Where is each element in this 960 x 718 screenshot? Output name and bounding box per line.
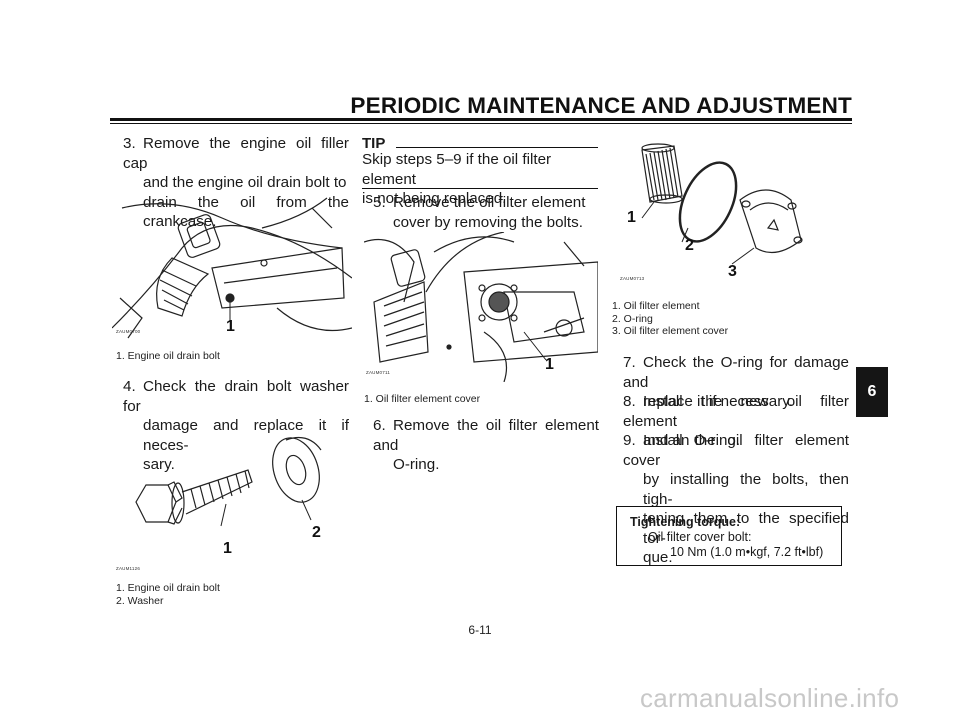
header-rule-thin xyxy=(110,123,852,124)
step-line: damage and replace it if neces- xyxy=(143,417,349,454)
step-line: Remove the oil filter element and xyxy=(373,417,599,454)
figure-caption: 1. Oil filter element 2. O-ring 3. Oil f… xyxy=(612,300,842,338)
step-number: 7. xyxy=(623,354,636,371)
figure-callout: 3 xyxy=(728,263,737,280)
step-number: 4. xyxy=(123,378,136,395)
figure-caption: 1. Oil filter element cover xyxy=(364,393,594,406)
step-number: 5. xyxy=(373,194,386,211)
step-3: 3.Remove the engine oil filler cap and t… xyxy=(123,134,349,232)
page-header-title: PERIODIC MAINTENANCE AND ADJUSTMENT xyxy=(350,93,852,118)
tip-heading: TIP xyxy=(362,135,386,152)
step-line: Remove the oil filter element xyxy=(393,194,586,211)
caption-line: 1. Oil filter element cover xyxy=(364,393,481,405)
step-line: Install the new oil filter element xyxy=(623,393,849,430)
tip-line-text: Skip steps 5–9 if the oil filter element xyxy=(362,151,552,188)
step-number: 8. xyxy=(623,393,636,410)
step-6: 6.Remove the oil filter element and O-ri… xyxy=(373,416,599,475)
step-line: cover by removing the bolts. xyxy=(393,213,583,231)
step-number: 6. xyxy=(373,417,386,434)
step-number: 9. xyxy=(623,432,636,449)
engine-drain-bolt-illustration xyxy=(112,197,352,339)
figure-callout: 1 xyxy=(223,540,232,557)
step-line: and an O-ring. xyxy=(643,432,741,449)
step-9: 9.Install the oil filter element cover b… xyxy=(623,431,849,568)
step-line: O-ring. xyxy=(393,456,440,473)
figure-callout: 1 xyxy=(545,356,554,373)
step-4: 4.Check the drain bolt washer for damage… xyxy=(123,377,349,475)
step-line: Remove the engine oil filler cap xyxy=(123,135,349,172)
tip-line-text: is not being replaced. xyxy=(362,190,507,207)
step-line: Check the drain bolt washer for xyxy=(123,378,349,415)
oil-filter-parts-illustration xyxy=(641,143,803,265)
step-line: sary. xyxy=(143,456,175,473)
caption-line: 2. Washer xyxy=(116,594,164,607)
figure-callout: 1 xyxy=(226,318,235,335)
figure-caption: 1. Engine oil drain bolt 2. Washer xyxy=(116,582,346,607)
tip-text: Skip steps 5–9 if the oil filter element… xyxy=(362,150,602,209)
step-7: 7.Check the O-ring for damage and replac… xyxy=(623,353,849,412)
step-line: Install the oil filter element cover xyxy=(623,432,849,469)
caption-line: 1. Engine oil drain bolt xyxy=(116,582,220,594)
step-5: 5. Remove the oil filter element cover by… xyxy=(373,193,599,232)
header-rule-thick xyxy=(110,118,852,121)
figure-callout: 2 xyxy=(685,237,694,254)
page-number: 6-11 xyxy=(468,623,492,637)
tip-rule-bottom xyxy=(362,188,598,189)
figure-code: ZAUM0711 xyxy=(366,370,391,375)
caption-line: 1. Oil filter element xyxy=(612,300,700,312)
figure-callout: 1 xyxy=(627,209,636,226)
step-8: 8.Install the new oil filter element and… xyxy=(623,392,849,451)
step-line: replace it if necessary. xyxy=(643,393,793,410)
section-tab: 6 xyxy=(856,367,888,417)
step-line: tening them to the specified tor- xyxy=(643,510,849,547)
tip-rule-top xyxy=(396,147,598,148)
caption-line: 1. Engine oil drain bolt xyxy=(116,350,220,362)
oil-filter-cover-illustration xyxy=(364,232,598,382)
torque-item: Oil filter cover bolt: xyxy=(648,530,752,544)
figure-code: ZAUM0713 xyxy=(620,276,645,281)
caption-line: 3. Oil filter element cover xyxy=(612,325,729,337)
figure-caption: 1. Engine oil drain bolt xyxy=(116,350,346,363)
watermark: carmanualsonline.info xyxy=(640,683,900,713)
step-number: 3. xyxy=(123,135,136,152)
torque-heading: Tightening torque: xyxy=(630,515,741,529)
step-line: que. xyxy=(643,549,673,566)
torque-value: 10 Nm (1.0 m•kgf, 7.2 ft•lbf) xyxy=(670,545,824,559)
step-line: Check the O-ring for damage and xyxy=(623,354,849,391)
figure-code: ZAUM1126 xyxy=(116,566,141,571)
figure-callout: 2 xyxy=(312,524,321,541)
step-line: and the engine oil drain bolt to xyxy=(143,174,347,191)
caption-line: 2. O-ring xyxy=(612,312,653,325)
drain-bolt-and-washer-illustration xyxy=(135,437,322,527)
figure-code: ZAUM0700 xyxy=(116,329,141,334)
tightening-torque-box: Tightening torque: Oil filter cover bolt… xyxy=(616,506,842,566)
step-line: by installing the bolts, then tigh- xyxy=(643,471,849,508)
